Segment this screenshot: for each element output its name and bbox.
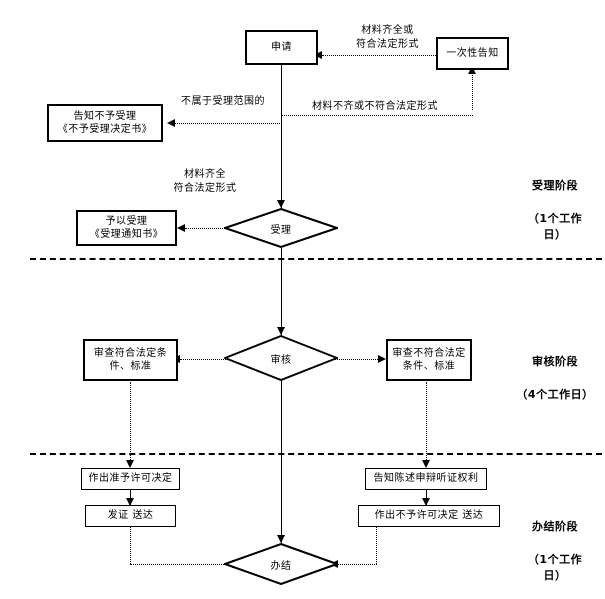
node-notice-reject-accept[interactable]: 告知不予受理 《不予受理决定书》 — [47, 104, 163, 142]
edge-refusal-to-complete — [338, 564, 377, 565]
edge-apply-down — [281, 65, 282, 208]
edge-accept-to-grant — [185, 228, 247, 229]
node-make-refusal[interactable]: 作出不予许可决定 送达 — [358, 505, 500, 527]
node-one-time-notice[interactable]: 一次性告知 — [436, 37, 509, 70]
edge-notice-to-apply — [322, 55, 472, 56]
node-issue-deliver[interactable]: 发证 送达 — [85, 505, 176, 527]
edge-notice-down — [472, 55, 473, 110]
arrowhead-nonconform-to-rights — [421, 460, 430, 468]
edge-refusal-down — [376, 527, 377, 564]
node-review-decision[interactable]: 审核 — [224, 335, 338, 381]
edge-issue-to-complete — [130, 564, 232, 565]
arrowhead-permit-to-issue — [125, 498, 134, 506]
arrowhead-review-to-nonconform — [378, 354, 386, 363]
edge-label-not-in-scope: 不属于受理范围的 — [181, 96, 265, 107]
node-accept-decision[interactable]: 受理 — [224, 208, 338, 248]
node-accept-decision-label: 受理 — [270, 224, 292, 236]
edge-accept-to-review — [281, 248, 282, 335]
arrowhead-accept-to-grant — [177, 223, 185, 232]
edge-nonconform-down — [426, 382, 427, 464]
stage-divider-accept-review — [30, 258, 602, 260]
node-review-decision-label: 审核 — [270, 354, 292, 366]
edge-review-to-nonconform — [322, 359, 378, 360]
arrowhead-conform-to-permit — [125, 460, 134, 468]
node-notify-rights[interactable]: 告知陈述申辩听证权利 — [365, 468, 487, 490]
stage-label-accept-name: 受理阶段 — [532, 178, 578, 192]
node-complete[interactable]: 办结 — [224, 543, 338, 585]
arrowhead-apply-to-accept — [276, 200, 285, 208]
arrowhead-review-to-complete — [276, 535, 285, 543]
node-make-permit[interactable]: 作出准予许可决定 — [81, 468, 180, 490]
arrowhead-incomplete-to-notice — [467, 66, 476, 74]
edge-out-of-scope — [175, 123, 282, 124]
arrowhead-rights-to-refusal — [421, 498, 430, 506]
edge-label-materials-complete-or-legal: 材料齐全或 符合法定形式 — [356, 25, 419, 50]
stage-label-accept-duration: （1个工作 日） — [527, 211, 583, 242]
edge-review-to-conform — [180, 359, 240, 360]
edge-label-materials-complete-legal: 材料齐全 符合法定形式 — [173, 169, 237, 194]
stage-label-accept: 受理阶段 （1个工作 日） — [512, 161, 598, 260]
stage-label-review: 审核阶段 （4个工作日） — [509, 337, 601, 420]
stage-label-complete-duration: （1个工作 日） — [527, 552, 583, 583]
stage-divider-review-complete — [30, 453, 602, 455]
edge-conform-down — [130, 382, 131, 464]
stage-label-complete-name: 办结阶段 — [532, 519, 578, 533]
node-review-conform[interactable]: 审查符合法定条 件、标准 — [83, 339, 178, 381]
node-review-nonconform[interactable]: 审查不符合法定 条件、标准 — [386, 339, 472, 381]
arrowhead-accept-to-review — [276, 327, 285, 335]
edge-issue-down — [130, 527, 131, 564]
arrowhead-out-of-scope — [167, 118, 175, 127]
node-grant-accept[interactable]: 予以受理 《受理通知书》 — [76, 210, 177, 246]
edge-review-down-to-complete — [281, 381, 282, 543]
stage-label-review-duration: （4个工作日） — [516, 387, 594, 401]
edge-incomplete-to-notice — [281, 115, 473, 116]
arrowhead-notice-to-apply — [314, 50, 322, 59]
stage-label-review-name: 审核阶段 — [532, 354, 578, 368]
edge-label-materials-incomplete: 材料不齐或不符合法定形式 — [312, 101, 438, 112]
stage-label-complete: 办结阶段 （1个工作 日） — [512, 502, 598, 599]
node-complete-label: 办结 — [270, 560, 292, 572]
node-apply[interactable]: 申请 — [245, 30, 318, 65]
